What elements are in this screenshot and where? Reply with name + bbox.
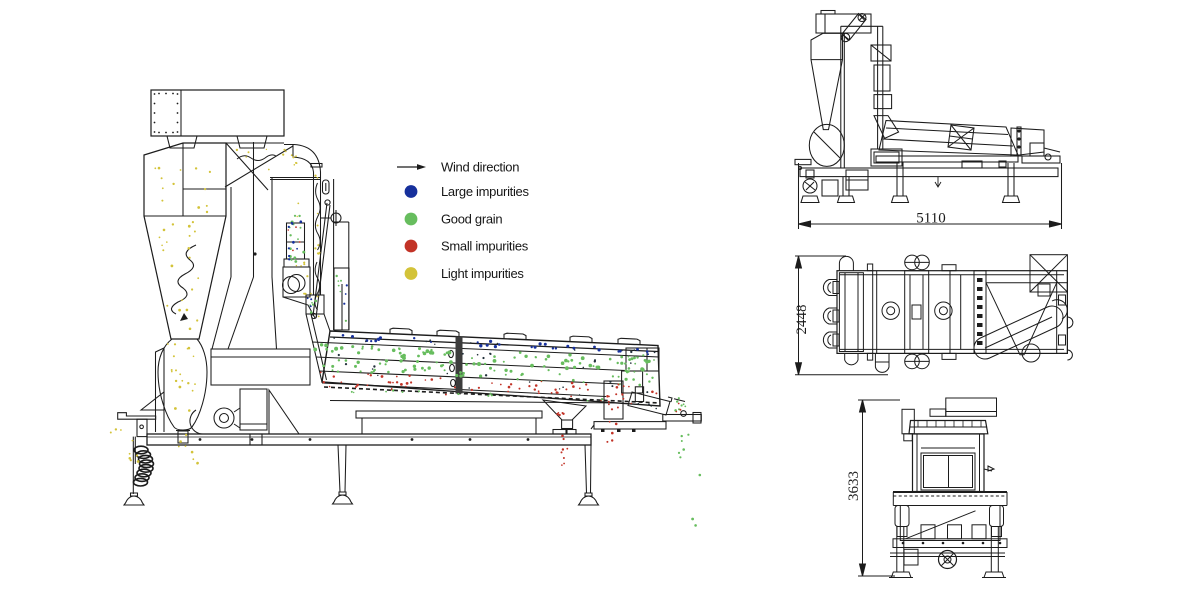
svg-text:2448: 2448 [794, 305, 810, 335]
svg-text:Large impurities: Large impurities [441, 184, 529, 199]
svg-text:3633: 3633 [846, 471, 862, 501]
svg-text:Wind direction: Wind direction [441, 160, 519, 175]
svg-text:5110: 5110 [916, 211, 945, 227]
svg-text:Good grain: Good grain [441, 212, 502, 227]
svg-text:Small impurities: Small impurities [441, 239, 529, 254]
svg-text:Light impurities: Light impurities [441, 266, 524, 281]
